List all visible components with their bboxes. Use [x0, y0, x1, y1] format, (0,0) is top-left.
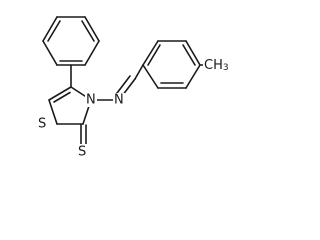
ring-double-bond-c4-c5 — [53, 91, 71, 103]
thiazole-ring — [48, 64, 92, 146]
phenyl-ring — [42, 16, 100, 66]
tolyl-bond — [142, 64, 159, 89]
tolyl-bond — [185, 40, 201, 66]
phenyl-double-bond — [81, 20, 95, 42]
tolyl-bond — [142, 40, 159, 66]
phenyl-bond — [84, 40, 100, 66]
ring-bond-c5-c4 — [48, 86, 72, 101]
tolyl-double-bond — [182, 44, 196, 66]
ring-bond-s1-c5 — [48, 99, 58, 125]
sulfur-ring-atom: S — [38, 117, 46, 132]
structure-canvas: N N S S CH3 — [37, 16, 231, 160]
nitrogen-ring-atom: N — [86, 93, 96, 108]
phenyl-double-bond — [47, 20, 61, 42]
phenyl-bond — [42, 40, 58, 66]
chemical-structure-diagram: N N S S CH3 — [37, 16, 231, 160]
atom-labels: N N S S CH3 — [37, 58, 231, 160]
tolyl-double-bond — [147, 44, 161, 66]
phenyl-bond — [42, 16, 58, 42]
sulfur-thione-atom: S — [78, 145, 86, 160]
tolyl-bond — [185, 64, 201, 89]
tolyl-ring — [142, 40, 206, 89]
nitrogen-imine-atom: N — [114, 93, 124, 108]
c-aryl-bond — [134, 64, 144, 80]
phenyl-bond — [84, 16, 100, 42]
methyl-group-label: CH3 — [204, 58, 229, 74]
